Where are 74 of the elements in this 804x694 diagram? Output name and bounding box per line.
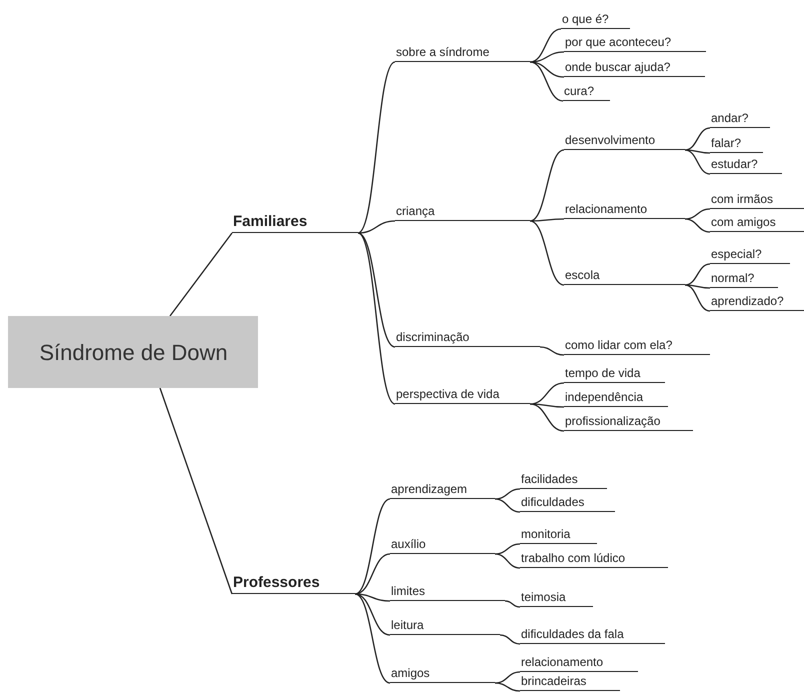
branch-label: monitoria bbox=[520, 527, 597, 544]
branch-label: dificuldades da fala bbox=[520, 627, 665, 644]
branch-line bbox=[354, 498, 390, 595]
branch-line bbox=[169, 232, 233, 316]
branch-label: criança bbox=[395, 204, 530, 221]
branch-line bbox=[684, 149, 710, 175]
branch-label: especial? bbox=[710, 247, 790, 264]
branch-line bbox=[354, 553, 390, 595]
branch-line bbox=[494, 543, 520, 555]
branch-line bbox=[494, 488, 520, 500]
branch-label: sobre a síndrome bbox=[395, 45, 530, 62]
branch-label: Professores bbox=[232, 573, 355, 594]
branch-line bbox=[358, 232, 396, 405]
branch-line bbox=[530, 149, 564, 222]
branch-label: teimosia bbox=[520, 590, 593, 607]
branch-label: aprendizagem bbox=[390, 482, 495, 499]
branch-label: dificuldades bbox=[520, 495, 615, 512]
branch-label: relacionamento bbox=[564, 202, 685, 219]
branch-label: relacionamento bbox=[520, 655, 638, 672]
branch-line bbox=[358, 232, 396, 348]
branch-line bbox=[684, 208, 710, 220]
branch-line bbox=[358, 220, 396, 234]
branch-line bbox=[494, 682, 520, 692]
branch-line bbox=[354, 593, 390, 684]
branch-label: brincadeiras bbox=[520, 674, 620, 691]
branch-label: cura? bbox=[563, 84, 610, 101]
branch-label: amigos bbox=[390, 666, 495, 683]
branch-line bbox=[500, 634, 520, 645]
branch-label: com irmãos bbox=[710, 192, 804, 209]
branch-line bbox=[684, 149, 710, 154]
branch-label: como lidar com ela? bbox=[564, 338, 710, 355]
branch-label: estudar? bbox=[710, 157, 782, 174]
branch-line bbox=[530, 218, 564, 222]
branch-line bbox=[540, 346, 564, 356]
branch-line bbox=[684, 263, 710, 286]
branch-label: tempo de vida bbox=[564, 366, 665, 383]
branch-label: o que é? bbox=[561, 12, 630, 29]
branch-label: limites bbox=[390, 584, 505, 601]
branch-line bbox=[530, 51, 564, 63]
branch-line bbox=[494, 671, 520, 684]
branch-line bbox=[504, 600, 520, 608]
branch-line bbox=[530, 28, 562, 63]
branch-label: andar? bbox=[710, 111, 770, 128]
branch-line bbox=[684, 284, 710, 312]
branch-line bbox=[354, 593, 390, 636]
branch-line bbox=[494, 553, 520, 569]
branch-label: profissionalização bbox=[564, 414, 693, 431]
branch-label: discriminação bbox=[395, 330, 540, 347]
branch-label: desenvolvimento bbox=[564, 133, 685, 150]
branch-label: auxílio bbox=[390, 537, 495, 554]
branch-line bbox=[159, 388, 233, 594]
branch-label: Familiares bbox=[232, 212, 358, 233]
branch-line bbox=[684, 127, 710, 151]
branch-label: perspectiva de vida bbox=[395, 387, 530, 404]
branch-label: facilidades bbox=[520, 472, 607, 489]
branch-label: onde buscar ajuda? bbox=[564, 60, 705, 77]
branch-label: aprendizado? bbox=[710, 294, 804, 311]
branch-label: por que aconteceu? bbox=[564, 35, 706, 52]
branch-label: escola bbox=[564, 268, 685, 285]
branch-line bbox=[530, 382, 564, 405]
branch-label: trabalho com lúdico bbox=[520, 551, 668, 568]
branch-label: leitura bbox=[390, 618, 500, 635]
branch-line bbox=[494, 498, 520, 513]
branch-label: com amigos bbox=[710, 215, 804, 232]
branch-label: falar? bbox=[710, 136, 763, 153]
branch-line bbox=[530, 220, 564, 286]
branch-line bbox=[530, 403, 564, 432]
central-topic-box: Síndrome de Down bbox=[8, 316, 258, 388]
branch-line bbox=[530, 61, 564, 102]
branch-line bbox=[684, 284, 710, 289]
branch-line bbox=[684, 218, 710, 233]
branch-label: independência bbox=[564, 390, 668, 407]
branch-label: normal? bbox=[710, 271, 778, 288]
branch-line bbox=[358, 61, 396, 234]
